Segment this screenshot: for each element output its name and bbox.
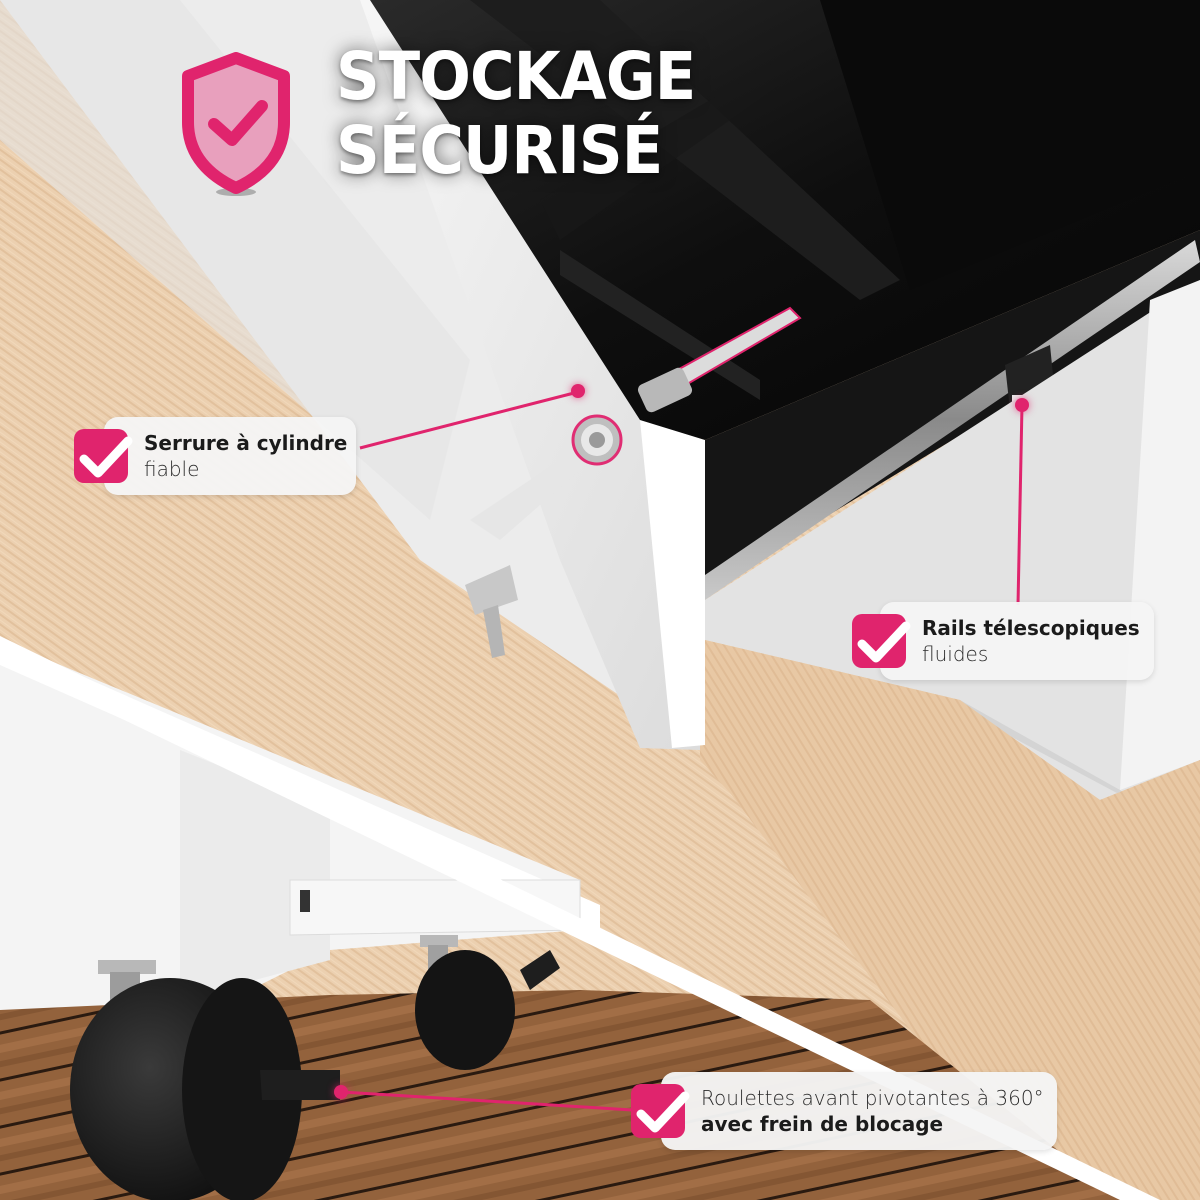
- callout-telescopic-rails: Rails télescopiques fluides: [852, 602, 1154, 680]
- callout-subtitle: fiable: [144, 457, 200, 481]
- caster-pointer-dot: [334, 1085, 348, 1099]
- callout-line-2: avec frein de blocage: [701, 1112, 944, 1136]
- callout-line-1: Roulettes avant pivotantes à 360°: [701, 1086, 1044, 1110]
- checkbox-check-icon: [74, 429, 133, 483]
- callout-subtitle: fluides: [922, 642, 989, 666]
- page-title: STOCKAGE SÉCURISÉ: [336, 38, 696, 189]
- rail-pointer-dot: [1015, 398, 1029, 412]
- callout-title: Rails télescopiques: [922, 616, 1140, 640]
- callout-cylinder-lock: Serrure à cylindre fiable: [74, 417, 356, 495]
- lock-pointer-dot: [571, 384, 585, 398]
- checkbox-check-icon: [631, 1084, 690, 1138]
- title-line-2: SÉCURISÉ: [336, 112, 663, 189]
- shield-check-icon: [182, 52, 290, 196]
- checkbox-check-icon: [852, 614, 911, 668]
- title-line-1: STOCKAGE: [336, 38, 696, 115]
- callout-swivel-casters: Roulettes avant pivotantes à 360° avec f…: [631, 1072, 1057, 1150]
- callout-title: Serrure à cylindre: [144, 431, 348, 455]
